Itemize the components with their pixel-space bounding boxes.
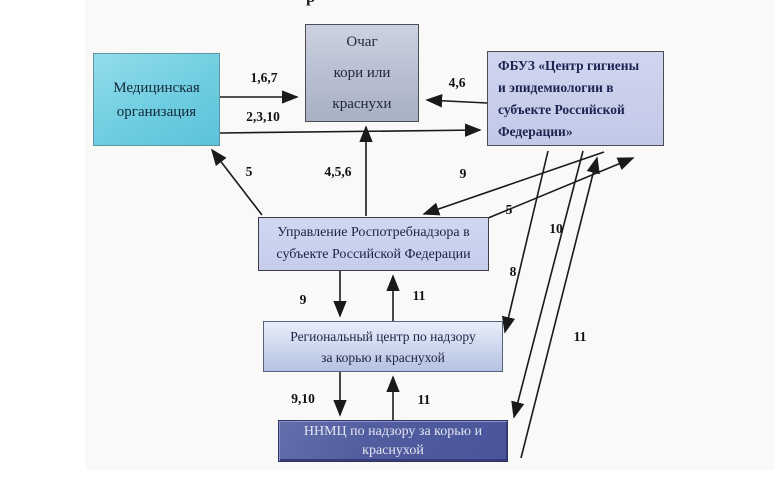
edge-label-fbuz-to-reg: 8 [509, 264, 517, 279]
node-fbuz-hygiene-center: ФБУЗ «Центр гигиены и эпидемиологии в су… [487, 51, 664, 146]
node-upravlenie-line1: Управление Роспотребнадзора в [277, 225, 470, 240]
node-upravlenie-line2: субъекте Российской Федерации [276, 247, 471, 262]
edge-label-med-to-fbuz: 2,3,10 [246, 109, 280, 124]
edge-label-fbuz-to-ochag: 4,6 [448, 75, 466, 90]
node-fbuz-line1: ФБУЗ «Центр гигиены [498, 57, 640, 73]
edge-label-reg-to-upr: 11 [412, 288, 426, 303]
node-regional-surveillance-center: Региональный центр по надзору за корью и… [263, 321, 503, 372]
arrow-fbuz-to-ochag [425, 94, 488, 108]
arrow-fbuz-to-reg [501, 150, 549, 334]
cropped-title-fragment: р [306, 0, 315, 7]
edge-label-upr-to-reg: 9 [299, 292, 307, 307]
node-fbuz-line4: Федерации» [498, 123, 573, 139]
edge-label-nnmc-to-reg: 11 [417, 392, 431, 407]
node-fbuz-line2: и эпидемиологии в [498, 79, 614, 95]
node-focus-line3: краснухи [332, 95, 392, 112]
edge-label-reg-to-nnmc: 9,10 [291, 391, 315, 406]
node-measles-rubella-focus: Очаг кори или краснухи [305, 24, 419, 122]
edge-label-med-to-ochag: 1,6,7 [250, 70, 278, 85]
arrow-nnmc-to-fbuz [520, 156, 600, 459]
node-medical-organization-line1: Медицинская [113, 79, 200, 96]
edge-label-nnmc-to-fbuz: 11 [573, 329, 587, 344]
edge-label-fbuz-to-upr: 9 [459, 166, 467, 181]
node-nnmc-surveillance-center: ННМЦ по надзору за корью и краснухой [278, 420, 508, 462]
node-medical-organization: Медицинская организация [93, 53, 220, 146]
node-nnmc-line1: ННМЦ по надзору за корью и [303, 424, 483, 439]
edge-label-upr-to-ochag: 4,5,6 [324, 164, 352, 179]
edge-label-fbuz-to-nnmc: 10 [549, 221, 563, 236]
arrow-med-to-fbuz [219, 123, 482, 137]
node-reg-center-line2: за корью и краснухой [321, 349, 445, 365]
edge-label-upr-to-fbuz: 5 [505, 202, 513, 217]
node-nnmc-line2: краснухой [362, 443, 424, 458]
node-focus-line1: Очаг [346, 33, 378, 50]
node-fbuz-line3: субъекте Российской [498, 101, 625, 117]
node-rospotrebnadzor-office: Управление Роспотребнадзора в субъекте Р… [258, 217, 489, 271]
node-medical-organization-line2: организация [116, 103, 197, 120]
arrow-fbuz-to-nnmc [511, 150, 584, 419]
node-reg-center-line1: Региональный центр по надзору [290, 328, 476, 344]
node-focus-line2: кори или [333, 64, 391, 81]
edge-label-upr-to-med: 5 [245, 164, 253, 179]
arrow-upr-to-fbuz [480, 157, 635, 222]
arrow-fbuz-to-upr [422, 151, 605, 216]
arrow-upr-to-med [210, 148, 263, 216]
